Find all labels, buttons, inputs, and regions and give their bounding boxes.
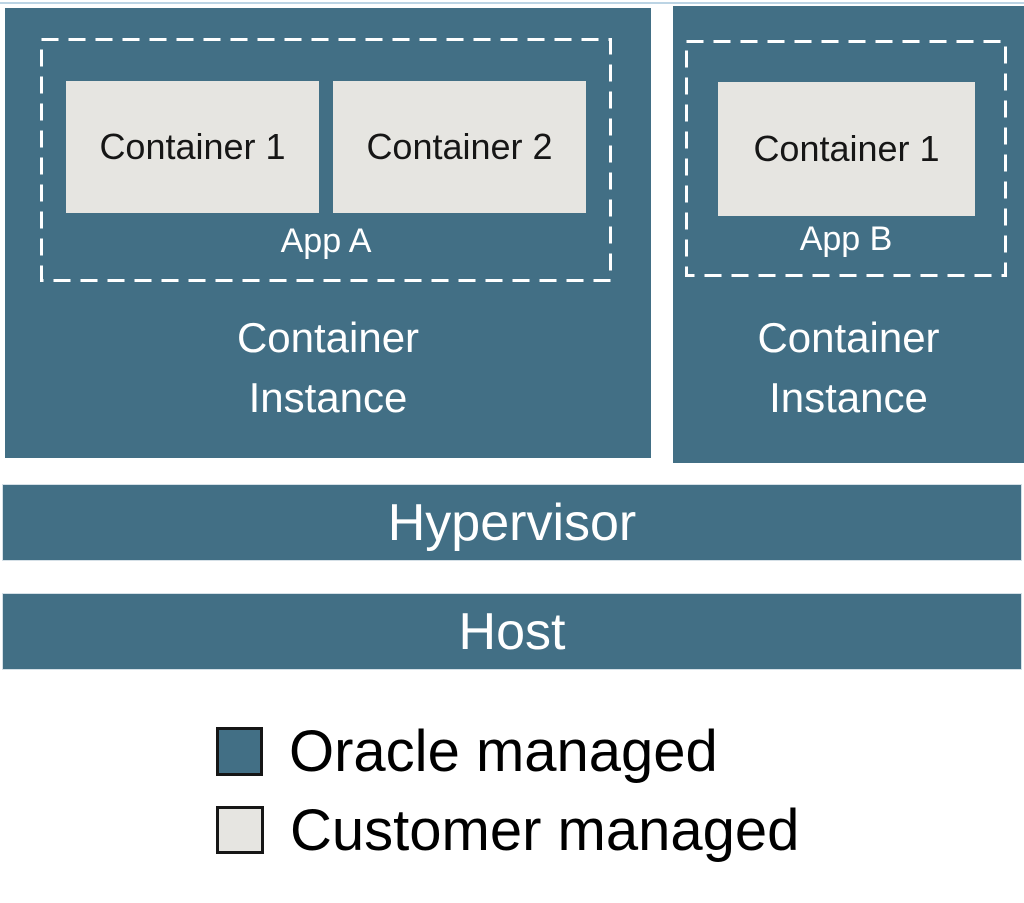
app-b-label: App B (799, 220, 893, 258)
host-bar: Host (2, 593, 1022, 670)
top-divider-line (0, 2, 1024, 4)
app-a-container-1-box: Container 1 (66, 81, 319, 213)
legend-item-customer-managed: Customer managed (216, 797, 800, 863)
container-instance-right-label: Container Instance (757, 314, 940, 421)
container-instance-left-box: Container 1 Container 2 App A Container … (5, 8, 651, 458)
app-a-dashed-border (40, 38, 612, 282)
oracle-managed-label: Oracle managed (289, 718, 718, 784)
customer-managed-swatch (216, 806, 264, 854)
oracle-managed-swatch (216, 726, 263, 776)
app-a-group: Container 1 Container 2 App A (40, 38, 612, 282)
container-instance-right-box: Container 1 App B Container Instance (673, 6, 1024, 463)
customer-managed-label: Customer managed (290, 797, 800, 863)
legend-item-oracle-managed: Oracle managed (216, 718, 718, 784)
app-a-label: App A (280, 222, 372, 260)
hypervisor-bar: Hypervisor (2, 484, 1022, 561)
app-a-container-2-box: Container 2 (333, 81, 586, 213)
app-b-container-1-box: Container 1 (718, 82, 975, 216)
app-b-group: Container 1 App B (685, 40, 1007, 277)
container-instance-left-label: Container Instance (236, 314, 420, 421)
app-b-dashed-border (685, 40, 1007, 277)
